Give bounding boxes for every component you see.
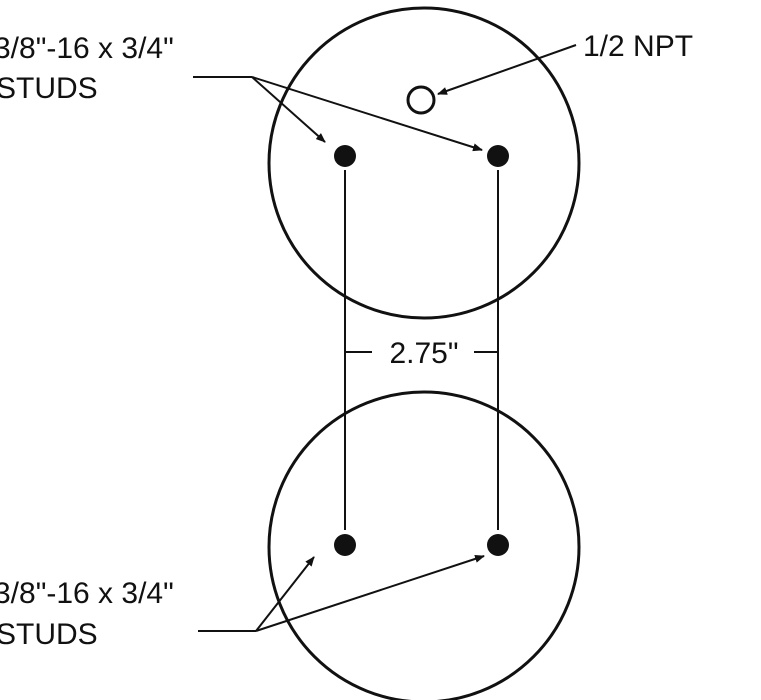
bottom-studs-label-line2: STUDS (0, 618, 98, 651)
bottom-studs-label-line1: 3/8"-16 x 3/4" (0, 577, 174, 610)
npt-port-circle (406, 85, 436, 115)
top-left-stud (334, 145, 356, 167)
top-studs-label-line2: STUDS (0, 72, 98, 105)
top-right-stud (487, 145, 509, 167)
dimension-label: 2.75" (389, 337, 458, 370)
npt-arrow (437, 44, 577, 95)
top-studs-label-line1: 3/8"-16 x 3/4" (0, 32, 174, 65)
bottom-left-stud (334, 534, 356, 556)
bottom-left-arrow (255, 556, 315, 632)
bottom-plate-circle (267, 390, 581, 700)
bottom-right-stud (487, 534, 509, 556)
top-right-arrow (251, 76, 483, 152)
top-left-arrow (251, 76, 326, 143)
npt-label: 1/2 NPT (583, 30, 693, 63)
bottom-right-arrow (255, 555, 485, 632)
top-plate-circle (267, 6, 581, 320)
